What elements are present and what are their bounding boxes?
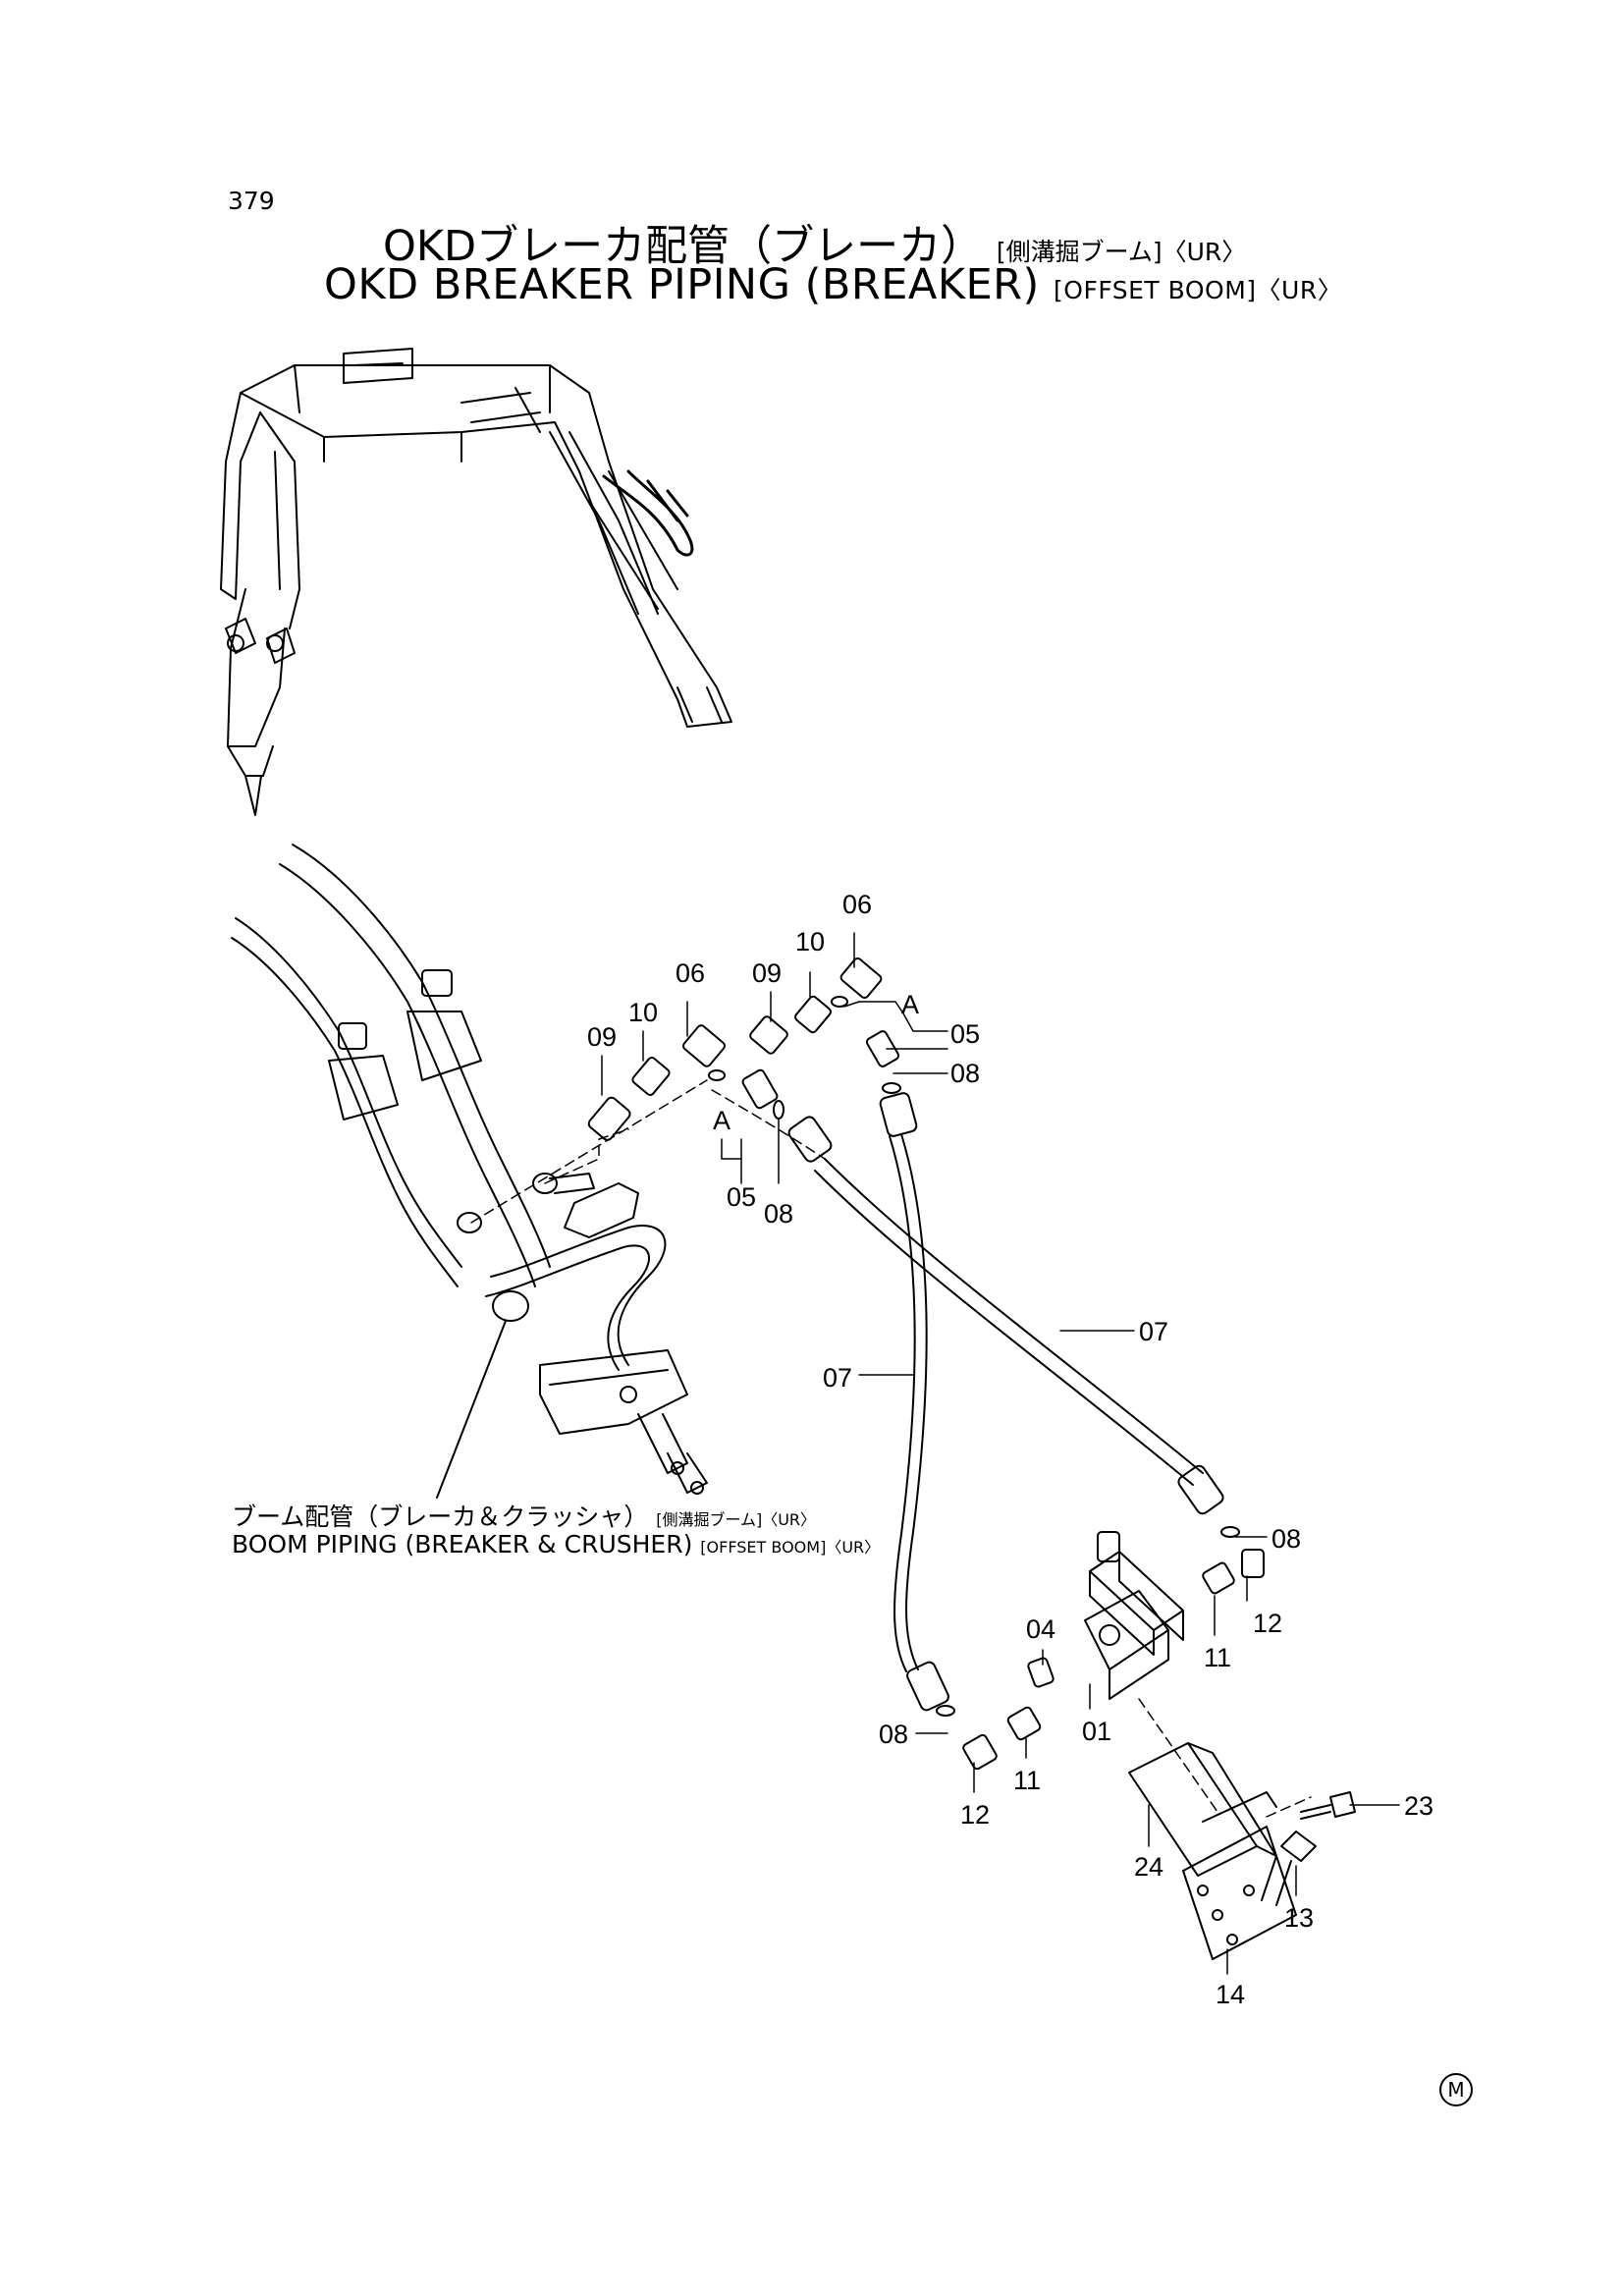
- label-11-left: 11: [1013, 1766, 1041, 1795]
- label-08-left: 08: [879, 1720, 908, 1749]
- label-a-upper: A: [901, 990, 919, 1019]
- corner-mark: M: [1439, 2073, 1473, 2106]
- label-12-left: 12: [960, 1800, 990, 1830]
- label-08-lower: 08: [764, 1199, 793, 1229]
- title-en-note: [OFFSET BOOM]〈UR〉: [1054, 276, 1343, 304]
- label-13: 13: [1284, 1903, 1314, 1933]
- label-08-upper: 08: [950, 1059, 980, 1088]
- label-09-upper: 09: [752, 958, 782, 988]
- title-jp-note: [側溝掘ブーム]〈UR〉: [996, 238, 1247, 266]
- label-10-mid: 10: [628, 998, 658, 1027]
- title-en-text: OKD BREAKER PIPING (BREAKER): [324, 260, 1040, 309]
- title-japanese: OKDブレーカ配管（ブレーカ） [側溝掘ブーム]〈UR〉: [383, 212, 1246, 273]
- label-09-mid: 09: [587, 1022, 617, 1052]
- label-05-upper: 05: [950, 1019, 980, 1049]
- label-06-upper: 06: [842, 890, 872, 919]
- label-12-right: 12: [1253, 1609, 1282, 1638]
- reference-japanese: ブーム配管（ブレーカ＆クラッシャ） [側溝掘ブーム]〈UR〉: [232, 1498, 816, 1533]
- label-04: 04: [1026, 1614, 1055, 1644]
- leader-lines: [601, 932, 1400, 1975]
- fittings-upper: [749, 957, 901, 1094]
- label-23: 23: [1404, 1791, 1434, 1821]
- label-07-right: 07: [1139, 1317, 1168, 1346]
- label-06-mid: 06: [676, 958, 705, 988]
- title-english: OKD BREAKER PIPING (BREAKER) [OFFSET BOO…: [324, 260, 1342, 309]
- label-08-right: 08: [1271, 1524, 1301, 1554]
- fittings-middle: [587, 1024, 826, 1160]
- reference-english: BOOM PIPING (BREAKER & CRUSHER) [OFFSET …: [232, 1530, 880, 1558]
- label-24: 24: [1134, 1852, 1163, 1882]
- label-10-upper: 10: [795, 927, 825, 957]
- label-05-lower: 05: [727, 1182, 756, 1212]
- reference-jp-text: ブーム配管（ブレーカ＆クラッシャ）: [232, 1503, 649, 1531]
- hoses: [787, 1092, 1240, 1717]
- valve-assembly: [962, 1531, 1356, 1960]
- boom-piping: [231, 844, 708, 1499]
- page-number: 379: [228, 187, 275, 215]
- label-01: 01: [1082, 1717, 1111, 1746]
- reference-en-text: BOOM PIPING (BREAKER & CRUSHER): [232, 1530, 693, 1558]
- reference-jp-note: [側溝掘ブーム]〈UR〉: [656, 1510, 817, 1529]
- label-07-left: 07: [823, 1363, 852, 1393]
- label-11-right: 11: [1204, 1643, 1231, 1672]
- label-14: 14: [1216, 1980, 1245, 2009]
- title-jp-text: OKDブレーカ配管（ブレーカ）: [383, 222, 984, 271]
- label-a-lower: A: [713, 1106, 730, 1135]
- part-number-labels: 06 10 09 06 10 09 A 05 08 A 05 08 07 07 …: [587, 890, 1434, 2009]
- excavator-overview: [220, 348, 732, 816]
- reference-en-note: [OFFSET BOOM]〈UR〉: [700, 1538, 881, 1557]
